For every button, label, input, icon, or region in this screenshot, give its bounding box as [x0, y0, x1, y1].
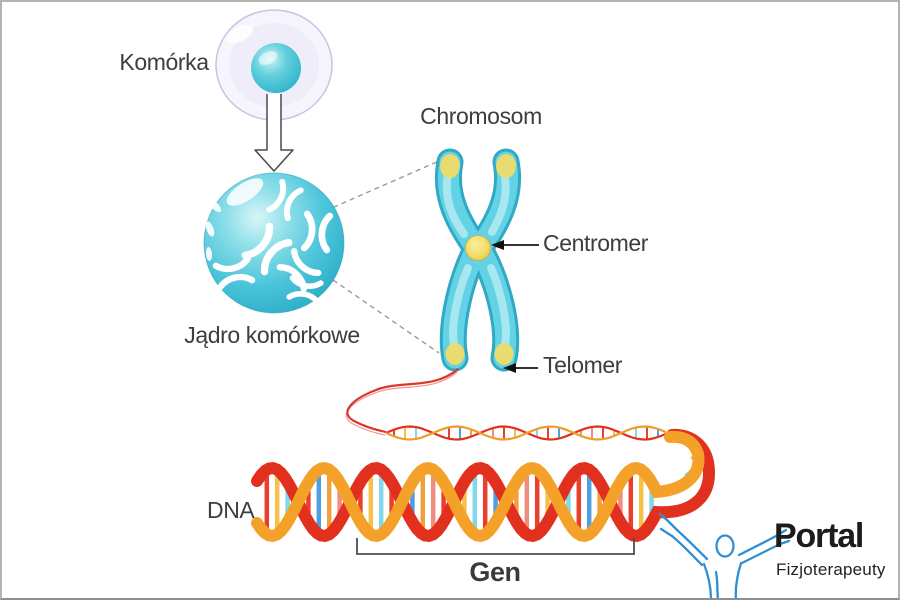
thin-helix-rungs — [393, 426, 659, 440]
nucleus-label: Jądro komórkowe — [184, 322, 360, 348]
dna-helix-illustration — [251, 368, 715, 543]
centromere-label: Centromer — [543, 230, 649, 256]
centromere-dot — [465, 235, 491, 261]
gene-bracket — [356, 538, 635, 555]
down-arrow-icon — [254, 94, 294, 172]
gene-label: Gen — [469, 557, 521, 587]
chromosome-label: Chromosom — [420, 103, 542, 129]
cell-label: Komórka — [119, 49, 209, 75]
cell-illustration — [215, 9, 333, 121]
chromatin-thread-echo — [345, 371, 458, 436]
nucleus-illustration — [203, 172, 345, 314]
person-arms-raised-icon — [658, 512, 791, 598]
dna-label: DNA — [207, 497, 255, 523]
dashed-connector-lines — [324, 156, 449, 354]
chromatin-thread — [346, 368, 459, 434]
telomere-pointer-arrow-icon — [503, 363, 538, 373]
thin-helix-strand-orange — [385, 425, 667, 441]
logo-title: Portal — [774, 517, 864, 555]
chromosome-illustration — [434, 148, 522, 372]
main-helix-strand-orange — [251, 430, 705, 543]
telomere-label: Telomer — [543, 352, 623, 378]
centromere-pointer-arrow-icon — [491, 240, 539, 250]
main-helix-strand-red — [251, 428, 715, 543]
logo-subtitle: Fizjoterapeuty — [776, 560, 886, 579]
